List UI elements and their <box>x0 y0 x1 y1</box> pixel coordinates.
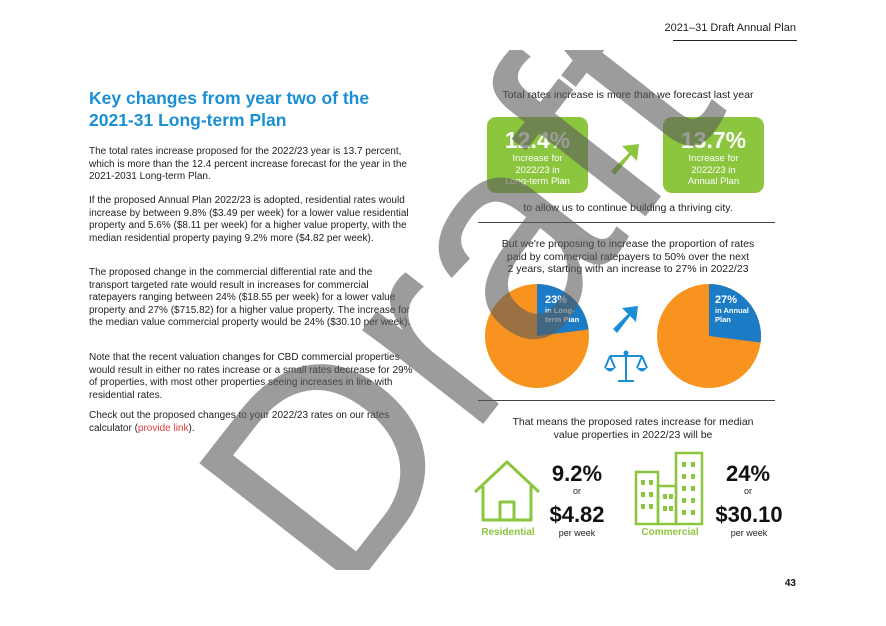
house-icon <box>473 460 541 522</box>
residential-or: or <box>572 486 581 496</box>
heading-line-1: Key changes from year two of the <box>89 88 370 108</box>
residential-label: Residential <box>481 527 535 538</box>
caption-commercial-proportion: But we're proposing to increase the prop… <box>478 238 778 276</box>
ap-line-1: Increase for <box>688 153 739 164</box>
ap-line-3: Annual Plan <box>687 176 740 187</box>
pie-ap-label-1: in Annual <box>715 306 749 315</box>
rates-calculator-link[interactable]: provide link <box>137 422 189 434</box>
caption-3-line-1: But we're proposing to increase the prop… <box>501 238 755 250</box>
caption-3-line-2: paid by commercial ratepayers to 50% ove… <box>506 250 750 263</box>
commercial-amount: $30.10 <box>715 502 783 527</box>
section-heading: Key changes from year two of the 2021-31… <box>89 87 409 131</box>
arrow-up-right-icon <box>611 144 639 175</box>
calculator-text: Check out the proposed changes to your 2… <box>89 410 390 434</box>
residential-percent: 9.2% <box>551 461 603 486</box>
caption-thriving-city: to allow us to continue building a thriv… <box>523 202 733 214</box>
residential-per-week: per week <box>558 528 596 538</box>
ltp-line-2: 2022/23 in <box>515 164 560 176</box>
caption-median-increase: That means the proposed rates increase f… <box>478 416 788 441</box>
heading-line-2: 2021-31 Long-term Plan <box>89 110 287 130</box>
pie-ltp-label: 23% in Long- term Plan <box>545 294 579 324</box>
commercial-buildings-icon <box>634 451 704 526</box>
caption-4-line-2: value properties in 2022/23 will be <box>553 428 713 441</box>
box-ap-increase: 13.7% Increase for 2022/23 in Annual Pla… <box>663 117 764 193</box>
pie-ltp <box>485 284 589 388</box>
divider-2 <box>478 400 775 401</box>
paragraph-1: The total rates increase proposed for th… <box>89 146 407 182</box>
pie-ltp-label-1: in Long- <box>545 306 575 315</box>
header-rule <box>673 40 797 41</box>
pie-ap <box>657 284 762 388</box>
scales-icon <box>604 350 648 382</box>
box-ltp-increase: 12.4% Increase for 2022/23 in Long-term … <box>487 117 588 193</box>
ap-percent: 13.7% <box>680 127 747 153</box>
pie-ltp-percent: 23% <box>545 294 568 306</box>
paragraph-3: The proposed change in the commercial di… <box>89 267 411 328</box>
pie-ap-slice <box>709 284 762 343</box>
residential-amount: $4.82 <box>549 502 605 527</box>
page-number: 43 <box>784 578 796 589</box>
ltp-line-3: Long-term Plan <box>505 176 570 187</box>
paragraph-2: If the proposed Annual Plan 2022/23 is a… <box>89 195 409 244</box>
caption-4-line-1: That means the proposed rates increase f… <box>512 416 754 428</box>
paragraph-4: Note that the recent valuation changes f… <box>89 352 413 401</box>
commercial-or: or <box>743 486 752 496</box>
divider-1 <box>478 222 775 223</box>
ltp-percent: 12.4% <box>504 127 571 153</box>
paragraph-5: Check out the proposed changes to your 2… <box>89 410 414 435</box>
pie-ap-label-2: Plan <box>715 315 731 324</box>
arrow-up-right-blue-icon <box>613 306 638 333</box>
ap-line-2: 2022/23 in <box>691 164 736 176</box>
caption-3-line-3: 2 years, starting with an increase to 27… <box>507 263 749 275</box>
pie-ltp-label-2: term Plan <box>545 315 580 324</box>
caption-total-rates: Total rates increase is more than we for… <box>502 89 754 101</box>
ltp-line-1: Increase for <box>512 153 563 164</box>
commercial-percent: 24% <box>725 461 771 486</box>
calculator-text-end: ). <box>188 422 195 434</box>
commercial-per-week: per week <box>730 528 768 538</box>
pie-ap-percent: 27% <box>715 294 738 306</box>
document-header-title: 2021–31 Draft Annual Plan <box>664 22 797 34</box>
pie-ap-label: 27% in Annual Plan <box>715 294 749 324</box>
commercial-label: Commercial <box>641 527 699 538</box>
pie-ltp-slice <box>537 284 589 336</box>
